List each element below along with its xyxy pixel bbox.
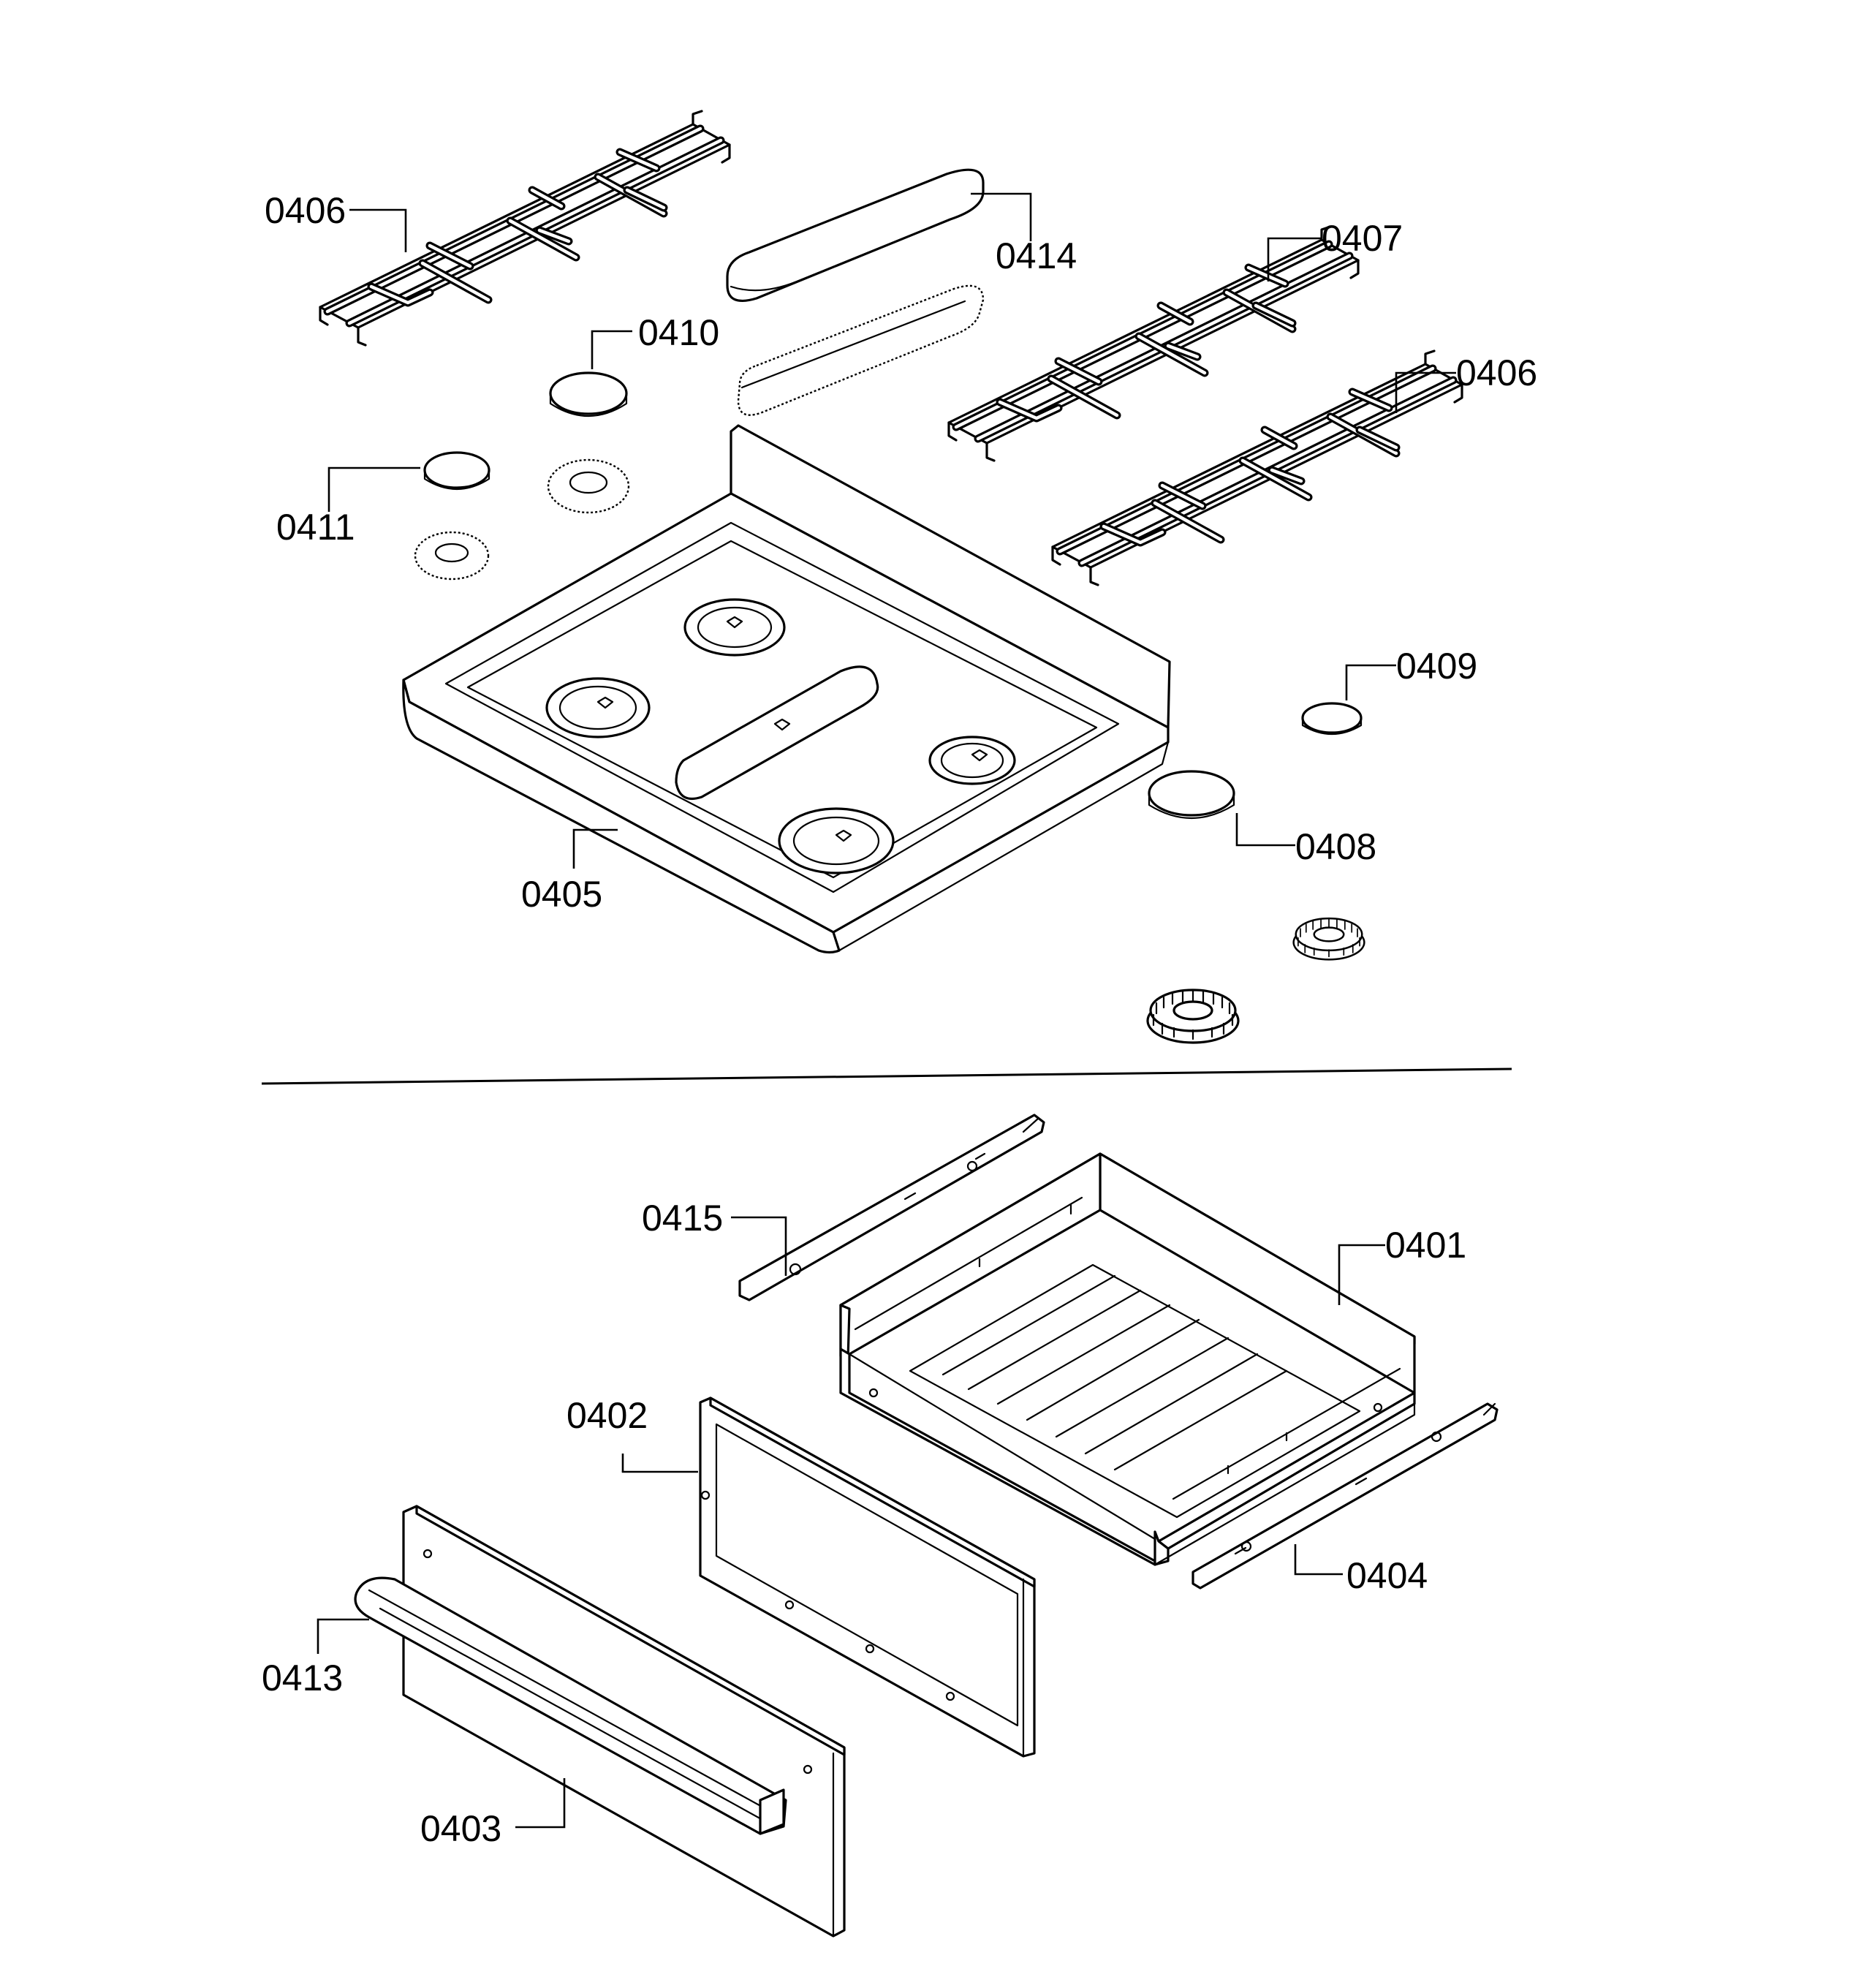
drawer-body-0401 (839, 1152, 1416, 1566)
label-0408: 0408 (1295, 826, 1376, 867)
slide-rail-0415 (738, 1114, 1045, 1301)
burner-base-medium (1292, 917, 1365, 961)
burner-cap-0410 (549, 371, 628, 417)
burner-cap-0408 (1148, 770, 1235, 820)
label-0407: 0407 (1322, 218, 1403, 259)
burner-cap-0411 (423, 451, 490, 491)
label-0403: 0403 (420, 1808, 501, 1849)
grate-0406-right (1053, 351, 1462, 585)
burner-base-large (1146, 989, 1240, 1044)
label-0402: 0402 (567, 1395, 648, 1436)
label-0411: 0411 (276, 507, 355, 548)
cooktop-tray-0405 (402, 424, 1171, 954)
label-0414: 0414 (996, 235, 1077, 276)
label-0401: 0401 (1385, 1225, 1466, 1266)
label-0413: 0413 (262, 1658, 343, 1698)
drawer-frame-0402 (699, 1396, 1036, 1758)
label-0409: 0409 (1396, 646, 1477, 687)
leader-lines (317, 192, 1456, 1829)
label-0415: 0415 (642, 1198, 723, 1239)
grate-0406-left (320, 111, 730, 345)
label-0404: 0404 (1346, 1555, 1428, 1596)
burner-cap-0409 (1301, 702, 1363, 736)
oval-burner-cap-0414 (726, 168, 985, 302)
slide-rail-0404 (1191, 1402, 1499, 1590)
burner-base-small-a (547, 458, 630, 514)
handle-0413 (354, 1576, 787, 1835)
label-0405: 0405 (521, 874, 602, 915)
label-0410: 0410 (638, 312, 719, 353)
oval-burner-base (737, 284, 985, 416)
label-0406-right: 0406 (1456, 352, 1537, 393)
burner-base-small-b (414, 531, 490, 581)
section-divider (261, 1067, 1512, 1085)
label-0406-left: 0406 (265, 190, 346, 231)
